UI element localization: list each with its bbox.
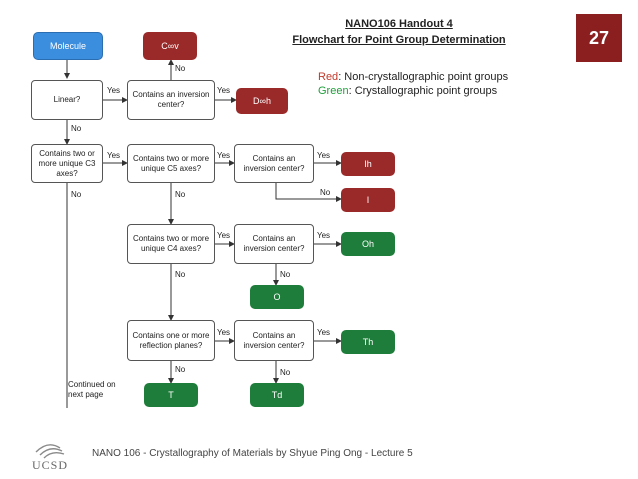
node-o: O [250, 285, 304, 309]
node-inversion-c4: Contains an inversion center? [234, 224, 314, 264]
node-reflection: Contains one or more reflection planes? [127, 320, 215, 361]
legend-red: Red: Non-crystallographic point groups [318, 70, 508, 84]
node-inversion-1: Contains an inversion center? [127, 80, 215, 120]
edge-label-yes: Yes [317, 231, 331, 240]
node-oh: Oh [341, 232, 395, 256]
node-d-inf-h: D∞h [236, 88, 288, 114]
edge-label-yes: Yes [107, 86, 121, 95]
node-c5: Contains two or more unique C5 axes? [127, 144, 215, 183]
edge-label-no: No [320, 188, 331, 197]
edge-label-yes: Yes [217, 328, 231, 337]
legend-green-label: Green [318, 85, 349, 97]
edge-label-no: No [175, 270, 186, 279]
node-th: Th [341, 330, 395, 354]
edge-label-no: No [280, 270, 291, 279]
node-t: T [144, 383, 198, 407]
edge-label-yes: Yes [317, 151, 331, 160]
node-ih: Ih [341, 152, 395, 176]
node-c-inf-v: C∞v [143, 32, 197, 60]
edge-label-no: No [280, 368, 291, 377]
node-inversion-c5: Contains an inversion center? [234, 144, 314, 183]
title-line2: Flowchart for Point Group Determination [292, 34, 506, 46]
edge-label-no: No [71, 124, 82, 133]
edge-label-no: No [175, 64, 186, 73]
edge-label-no: No [71, 190, 82, 199]
edge-label-yes: Yes [107, 151, 121, 160]
edge-label-yes: Yes [217, 151, 231, 160]
footer-text: NANO 106 - Crystallography of Materials … [92, 448, 413, 459]
node-c4: Contains two or more unique C4 axes? [127, 224, 215, 264]
legend-green-text: : Crystallographic point groups [348, 85, 498, 97]
node-c3: Contains two or more unique C3 axes? [31, 144, 103, 183]
legend-green: Green: Crystallographic point groups [318, 84, 497, 98]
page-number: 27 [576, 14, 622, 62]
continued-note: Continued on next page [68, 380, 116, 399]
title-line1: NANO106 Handout 4 [345, 18, 453, 30]
node-td: Td [250, 383, 304, 407]
node-i: I [341, 188, 395, 212]
edge-label-no: No [175, 365, 186, 374]
edge-label-no: No [175, 190, 186, 199]
legend-red-label: Red [318, 71, 339, 83]
node-inversion-t: Contains an inversion center? [234, 320, 314, 361]
edge-label-yes: Yes [317, 328, 331, 337]
node-linear: Linear? [31, 80, 103, 120]
edge-label-yes: Yes [217, 86, 231, 95]
ucsd-logo-text: UCSD [32, 458, 69, 472]
edge-label-yes: Yes [217, 231, 231, 240]
legend-red-text: : Non-crystallographic point groups [338, 71, 509, 83]
ucsd-logo-icon [35, 444, 65, 459]
node-molecule: Molecule [33, 32, 103, 60]
